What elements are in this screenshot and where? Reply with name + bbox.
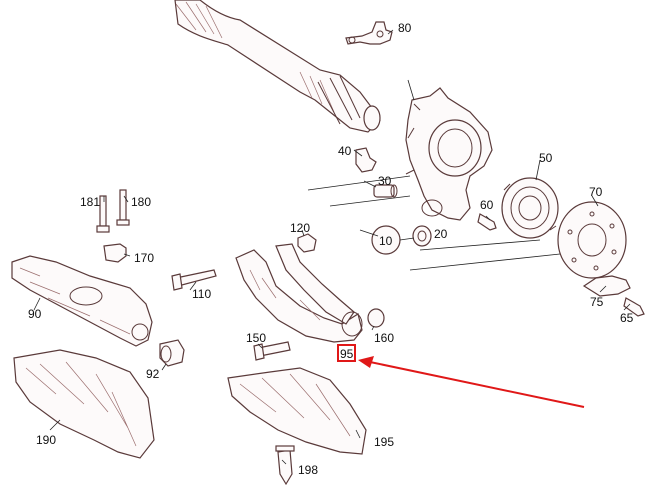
label-65: 65 (620, 311, 634, 325)
label-180: 180 (131, 195, 151, 209)
label-40: 40 (338, 144, 352, 158)
label-60: 60 (480, 198, 494, 212)
bolt-181 (96, 195, 110, 233)
control-arm-90 (11, 255, 153, 347)
label-10: 10 (379, 234, 393, 248)
label-50: 50 (539, 151, 553, 165)
label-92: 92 (146, 367, 160, 381)
label-195: 195 (374, 435, 394, 449)
label-90: 90 (28, 307, 42, 321)
label-160: 160 (374, 331, 394, 345)
cover-195 (227, 367, 367, 455)
bolt-180 (116, 189, 130, 226)
screw-65 (623, 297, 645, 317)
clip-198 (275, 445, 295, 486)
highlight-arrow-head (358, 356, 374, 368)
highlight-arrow-line (369, 361, 585, 408)
label-80: 80 (398, 21, 412, 35)
label-190: 190 (36, 433, 56, 447)
label-181: 181 (80, 195, 100, 209)
label-170: 170 (134, 251, 154, 265)
steering-knuckle-10 (405, 87, 493, 221)
bracket-80 (345, 21, 393, 45)
bushing-30 (373, 184, 398, 198)
label-110: 110 (192, 287, 211, 301)
bolt-60 (477, 213, 497, 231)
highlight-box (337, 344, 356, 362)
label-20: 20 (434, 227, 448, 241)
driveshaft (174, 0, 381, 133)
label-75: 75 (590, 295, 604, 309)
control-arm-95 (235, 243, 363, 343)
label-70: 70 (589, 185, 603, 199)
bushing-20 (412, 225, 432, 247)
bracket-40 (355, 147, 377, 173)
nut-170 (103, 243, 127, 263)
washer-160 (367, 308, 385, 328)
cover-190 (13, 349, 155, 459)
brake-disc-70 (557, 201, 627, 279)
label-95: 95 (340, 347, 354, 361)
bolt-110 (171, 269, 217, 291)
nut-120 (297, 233, 317, 253)
leader-lines (33, 29, 631, 465)
label-150: 150 (246, 331, 266, 345)
label-30: 30 (378, 174, 392, 188)
wheel-hub-50 (501, 177, 559, 239)
bushing-92 (159, 339, 185, 367)
callout-labels: 80 40 30 10 20 60 50 70 75 65 181 180 17… (28, 21, 634, 477)
highlight-95: 95 (337, 344, 585, 408)
label-198: 198 (298, 463, 318, 477)
label-120: 120 (290, 221, 310, 235)
clip-75 (582, 275, 631, 297)
